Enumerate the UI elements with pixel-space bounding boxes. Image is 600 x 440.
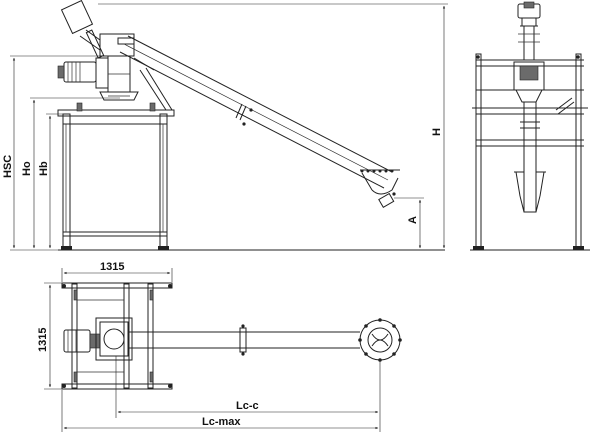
ho-label: Ho [21, 161, 33, 176]
support-frame [57, 102, 175, 251]
lc-max-label: Lc-max [202, 416, 241, 428]
h-label: H [431, 128, 443, 136]
hb-label: Hb [38, 161, 50, 176]
vertical-dimensions [10, 3, 448, 251]
width-side-label: 1315 [37, 328, 49, 352]
drive-motor [57, 55, 139, 101]
side-elevation-view [10, 0, 448, 251]
tube-flange [235, 103, 243, 119]
hsc-label: HSC [2, 155, 14, 178]
lc-c-label: Lc-c [236, 400, 259, 412]
a-label: A [407, 216, 419, 224]
upper-housing [60, 0, 135, 59]
width-top-label: 1315 [100, 261, 124, 273]
plan-view [44, 268, 402, 432]
inlet-hopper [360, 169, 400, 209]
inclined-conveyor-tube [119, 35, 393, 189]
front-end-view [470, 1, 590, 251]
